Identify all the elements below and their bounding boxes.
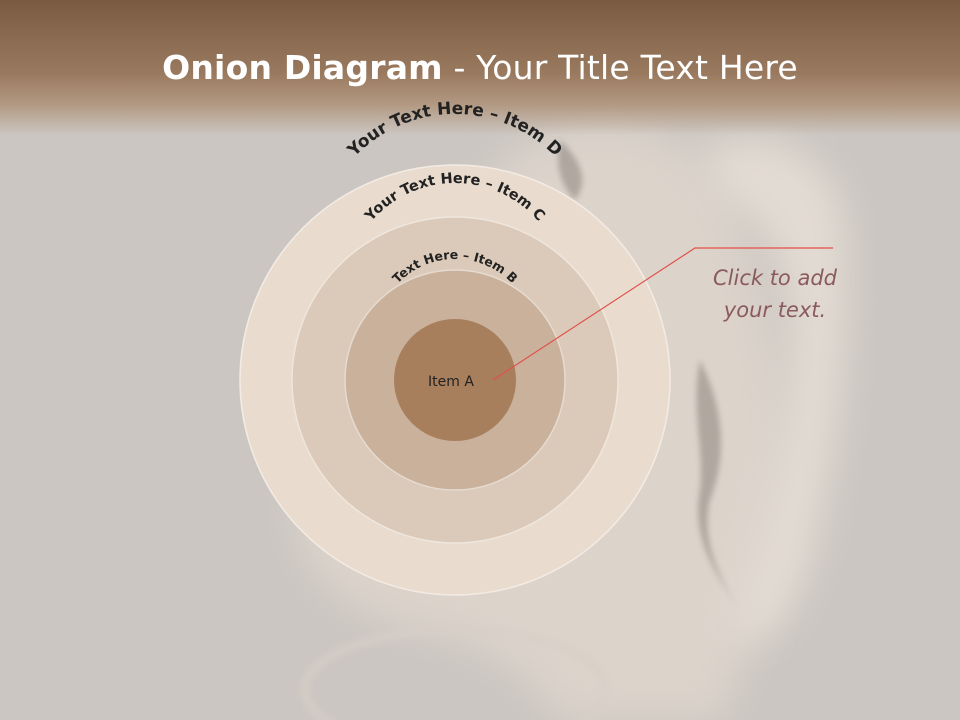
title-rest: - Your Title Text Here [442, 48, 798, 87]
callout-line-2: your text. [723, 298, 827, 322]
callout-connector [492, 247, 833, 381]
title-band [0, 0, 960, 135]
slide-title: Onion Diagram - Your Title Text Here [0, 48, 960, 87]
callout-line-1: Click to add [712, 266, 837, 290]
onion-layer-a[interactable] [394, 319, 516, 441]
title-bold: Onion Diagram [162, 48, 443, 87]
callout-text[interactable]: Click to add your text. [690, 262, 860, 326]
layer-a-label: Item A [428, 374, 474, 390]
layer-d-label: Your Text Here – Item D [343, 99, 566, 161]
